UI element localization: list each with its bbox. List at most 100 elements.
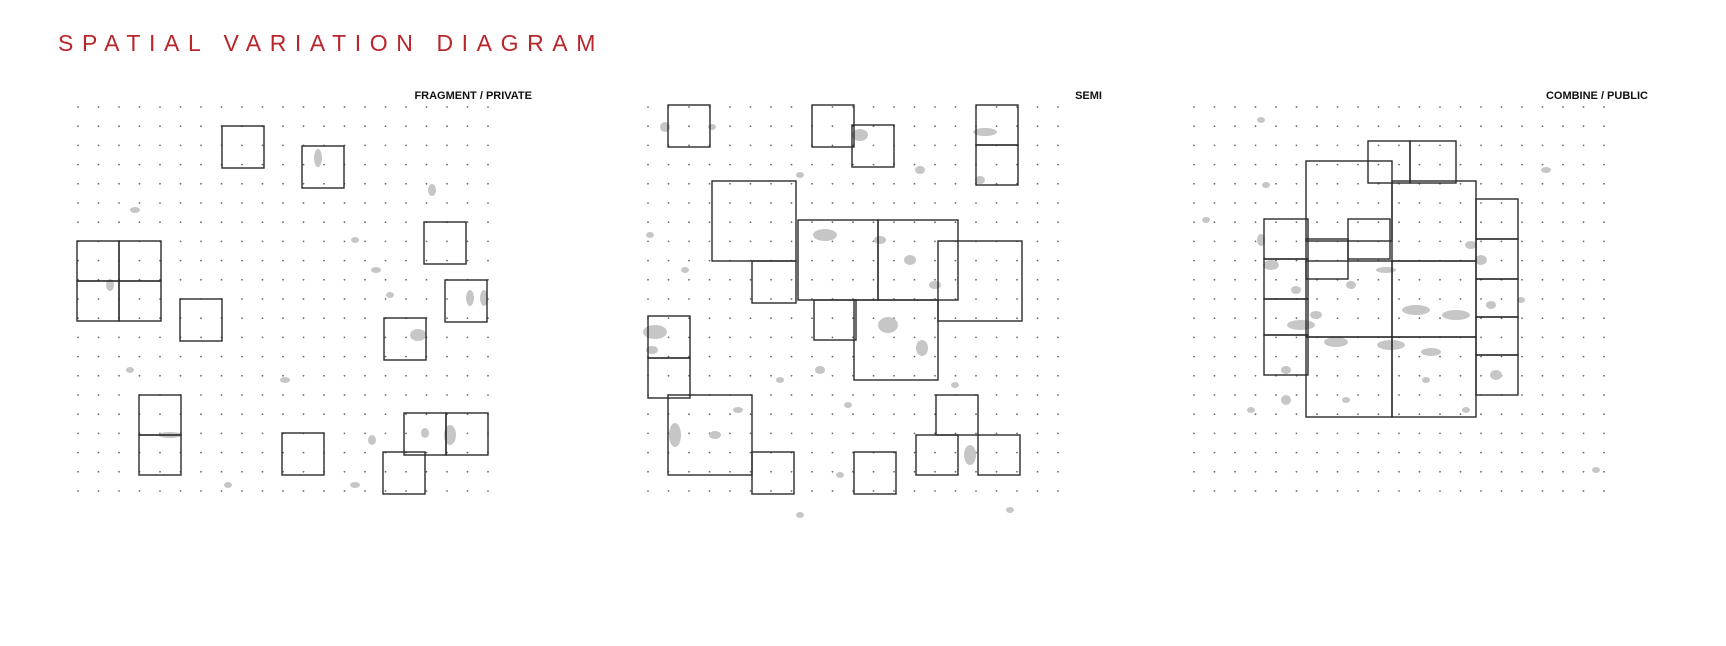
grid-dot [97, 336, 100, 339]
grid-dot [241, 317, 243, 320]
grid-dot [1480, 413, 1482, 416]
grid-dot [364, 336, 366, 339]
grid-dot [1193, 182, 1195, 185]
grid-dot [1275, 202, 1277, 204]
grid-dot [302, 259, 305, 262]
grid-dot [487, 240, 489, 243]
grid-dot [790, 374, 793, 377]
grid-dot [138, 355, 141, 358]
grid-dot [241, 355, 243, 358]
grid-dot [667, 298, 670, 300]
grid-dot [138, 298, 141, 300]
grid-dot [77, 451, 79, 454]
grid-dot [200, 106, 202, 108]
grid-dot [1439, 490, 1441, 492]
grid-dot [1275, 490, 1277, 492]
grid-dot [241, 144, 243, 147]
grid-dot [1377, 413, 1380, 416]
grid-dot [1357, 298, 1359, 300]
grid-dot [159, 163, 161, 166]
grid-dot [1234, 413, 1236, 416]
grid-dot [872, 240, 875, 243]
grid-dot [1459, 298, 1462, 300]
grid-dot [1016, 470, 1018, 473]
grid-dot [384, 182, 387, 185]
figures [106, 149, 488, 488]
grid-dot [1377, 317, 1380, 320]
grid-dot [1016, 413, 1018, 416]
grid-dot [995, 490, 998, 492]
grid-dot [200, 240, 202, 243]
grid-dot [1357, 163, 1359, 166]
grid-dot [302, 106, 305, 108]
grid-dot [179, 355, 182, 358]
grid-dot [1036, 202, 1039, 204]
grid-dot [446, 490, 448, 492]
grid-dot [343, 298, 346, 300]
grid-dot [1562, 490, 1564, 492]
grid-dot [954, 451, 957, 454]
grid-dot [667, 317, 670, 320]
grid-dot [995, 278, 998, 281]
grid-dot [749, 317, 752, 320]
grid-dot [1377, 451, 1380, 454]
grid-dot [708, 298, 711, 300]
grid-dot [790, 432, 793, 435]
grid-dot [1193, 106, 1195, 108]
grid-dot [1562, 355, 1564, 358]
grid-dot [1016, 221, 1018, 224]
grid-dot [1295, 336, 1298, 339]
grid-dot [1603, 125, 1605, 128]
grid-dot [1336, 470, 1339, 473]
grid-dot [1521, 202, 1523, 204]
grid-dot [729, 278, 731, 281]
grid-dot [975, 259, 977, 262]
grid-dot [1480, 298, 1482, 300]
grid-dot [159, 336, 161, 339]
grid-dot [1057, 355, 1059, 358]
grid-dot [384, 221, 387, 224]
grid-dot [831, 240, 834, 243]
grid-dot [831, 394, 834, 396]
grid-dot [138, 278, 141, 281]
module [1475, 198, 1519, 240]
grid-dot [1213, 374, 1216, 377]
grid-dot [770, 125, 772, 128]
grid-dot [790, 144, 793, 147]
grid-dot [1377, 221, 1380, 224]
grid-dot [1357, 451, 1359, 454]
grid-dot [77, 182, 79, 185]
grid-dot [1336, 144, 1339, 147]
grid-dot [913, 394, 916, 396]
grid-dot [1213, 278, 1216, 281]
grid-dot [688, 298, 690, 300]
grid-dot [282, 413, 284, 416]
module [811, 104, 855, 148]
grid-dot [667, 163, 670, 166]
grid-dot [200, 202, 202, 204]
grid-dot [1213, 432, 1216, 435]
grid-dot [1480, 451, 1482, 454]
grid-dot [708, 374, 711, 377]
grid-dot [200, 374, 202, 377]
grid-dot [934, 182, 936, 185]
grid-dot [872, 144, 875, 147]
grid-dot [118, 355, 120, 358]
grid-dot [913, 221, 916, 224]
grid-dot [1541, 259, 1544, 262]
module [179, 298, 223, 342]
grid-dot [647, 470, 649, 473]
grid-dot [302, 490, 305, 492]
grid-dot [179, 278, 182, 281]
grid-dot [1480, 374, 1482, 377]
grid-dot [1193, 202, 1195, 204]
grid-dot [1234, 317, 1236, 320]
dot-grid [1193, 106, 1605, 492]
grid-dot [1036, 336, 1039, 339]
grid-dot [241, 163, 243, 166]
grid-dot [790, 240, 793, 243]
grid-dot [159, 182, 161, 185]
grid-dot [872, 355, 875, 358]
grid-dot [1377, 470, 1380, 473]
grid-dot [1016, 394, 1018, 396]
